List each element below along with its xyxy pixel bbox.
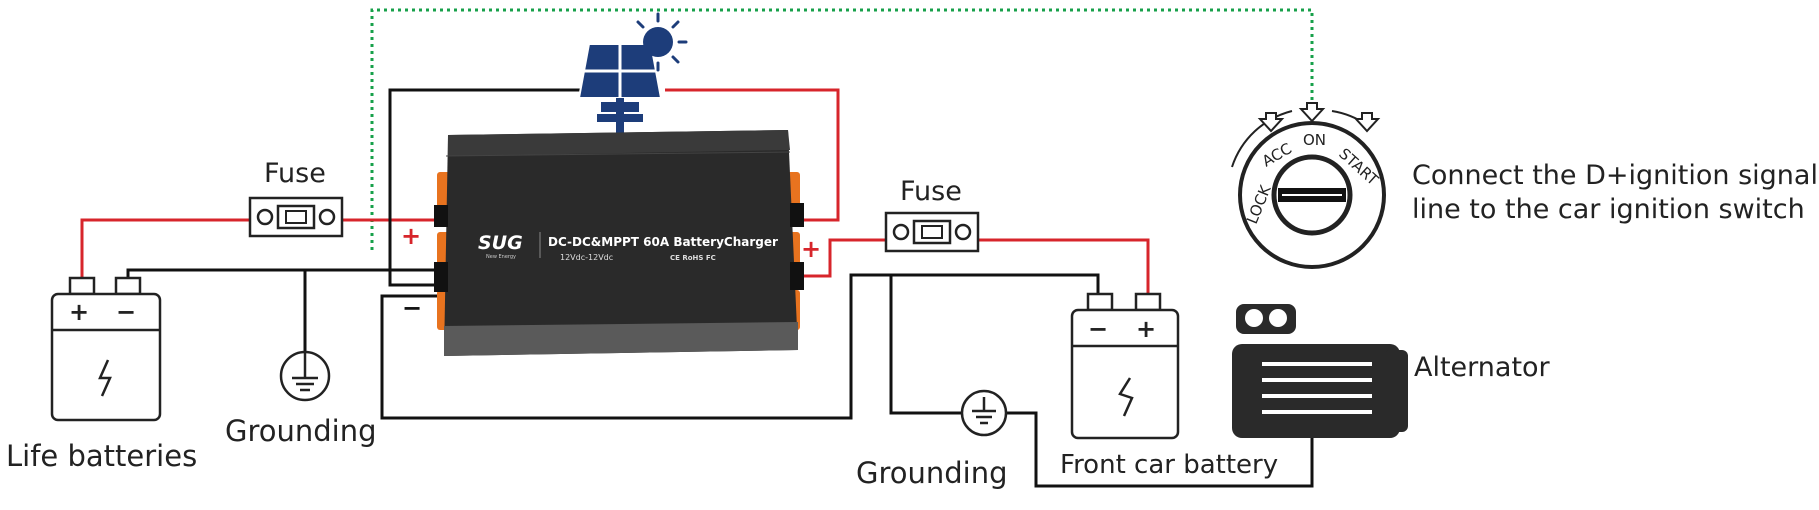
front-battery-minus: −	[1088, 315, 1108, 343]
battery-icon	[1070, 292, 1180, 440]
sun-icon	[636, 12, 688, 72]
charger-spec: 12Vdc-12Vdc	[560, 253, 613, 262]
charger-plus-right: +	[801, 235, 821, 263]
ignition-switch-icon: LOCK ACC ON START	[1231, 102, 1386, 269]
solar-panel-icon	[577, 43, 663, 138]
negative-wires	[126, 88, 1314, 488]
charger-minus-left: −	[402, 294, 422, 322]
ground-icon	[279, 350, 331, 402]
lightning-icon	[98, 359, 112, 397]
battery-icon	[50, 276, 162, 422]
grounding-right-label: Grounding	[856, 456, 1008, 490]
charger-plus-left: +	[401, 222, 421, 250]
lightning-icon	[1118, 377, 1134, 417]
life-battery-minus: −	[116, 298, 136, 326]
ignition-note-line2: line to the car ignition switch	[1412, 194, 1805, 225]
alternator-label: Alternator	[1414, 352, 1551, 383]
charger-brand: SUG	[478, 232, 523, 254]
front-battery-label: Front car battery	[1060, 450, 1278, 480]
charger-brand-sub: New Energy	[486, 254, 516, 260]
alternator-icon	[1232, 304, 1408, 438]
life-battery-plus: +	[69, 298, 89, 326]
grounding-left-label: Grounding	[225, 414, 377, 448]
ignition-note-line1: Connect the D+ignition signal	[1412, 160, 1818, 191]
ignition-on: ON	[1303, 131, 1326, 149]
charger-model: DC-DC&MPPT 60A BatteryCharger	[548, 235, 778, 249]
ground-icon	[960, 389, 1008, 437]
fuse-icon	[884, 211, 980, 253]
charger-marks: CE RoHS FC	[670, 254, 716, 262]
ignition-signal-wire	[370, 8, 1314, 250]
charger-unit: SUG New Energy DC-DC&MPPT 60A BatteryCha…	[434, 130, 804, 356]
life-batteries-label: Life batteries	[6, 439, 197, 473]
fuse-icon	[248, 196, 344, 238]
front-battery-plus: +	[1136, 315, 1156, 343]
fuse-left-label: Fuse	[264, 158, 326, 189]
fuse-right-label: Fuse	[900, 176, 962, 207]
